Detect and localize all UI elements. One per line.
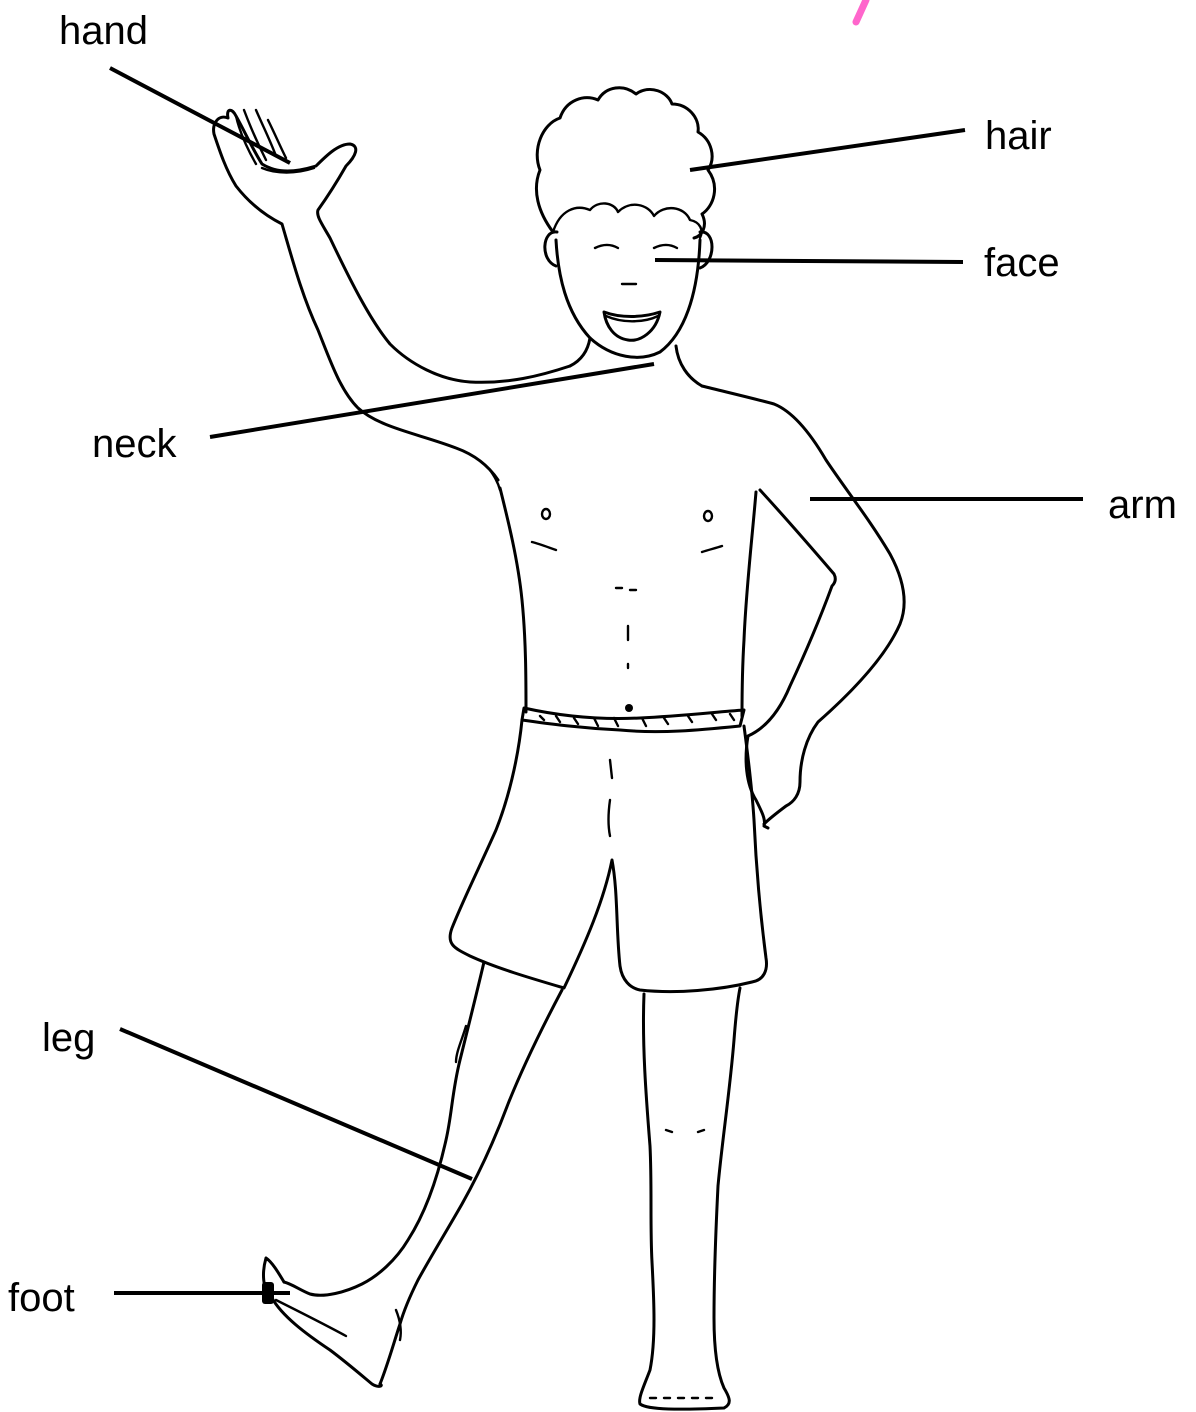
neck-label: neck — [92, 421, 177, 467]
hair-fringe — [553, 203, 702, 238]
left-eye — [595, 245, 618, 248]
left-leg-outline — [284, 962, 484, 1295]
torso-right — [742, 492, 756, 716]
left-calf — [380, 990, 562, 1384]
neck-right — [676, 346, 702, 386]
right-ear — [700, 232, 712, 268]
left-foot — [264, 1258, 382, 1386]
face-leader — [655, 260, 963, 262]
shorts-waistband — [522, 708, 744, 732]
right-leg-outline — [640, 988, 740, 1409]
neck-leader — [210, 364, 654, 437]
hand-leader — [110, 68, 290, 163]
foot-label: foot — [8, 1275, 75, 1321]
right-knee-right — [698, 1130, 704, 1132]
shorts-outline — [450, 720, 766, 992]
boy-figure — [214, 88, 904, 1409]
right-nipple — [704, 511, 712, 521]
right-knee-left — [666, 1130, 672, 1132]
arm-label: arm — [1108, 482, 1177, 528]
navel — [625, 704, 633, 712]
right-shoulder-arm — [702, 386, 904, 824]
leg-label: leg — [42, 1015, 95, 1061]
right-eye — [654, 245, 677, 248]
torso-left — [500, 488, 526, 712]
mouth — [604, 312, 660, 340]
hair-label: hair — [985, 113, 1052, 159]
hair-leader — [690, 130, 965, 170]
shorts-fly — [609, 760, 613, 836]
pink-accent-mark — [856, 0, 866, 22]
leg-leader — [120, 1029, 472, 1179]
face-label: face — [984, 240, 1060, 286]
neck-left — [570, 338, 590, 366]
left-pec — [532, 542, 556, 550]
hand-label: hand — [59, 8, 148, 54]
raised-arm-outline — [214, 110, 570, 480]
right-pec — [702, 546, 722, 552]
left-nipple — [542, 509, 550, 519]
right-inner-arm — [748, 490, 835, 736]
